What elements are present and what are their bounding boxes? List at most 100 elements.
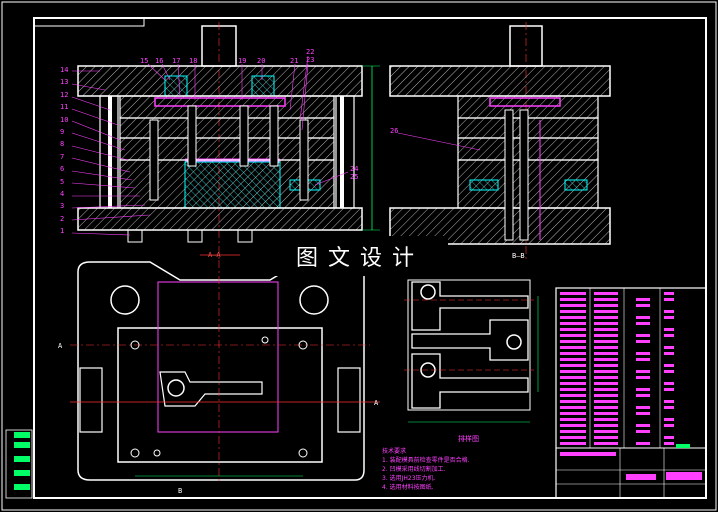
- strip-label: 排样图: [458, 435, 479, 443]
- bom-cell: [560, 340, 586, 343]
- bom-cell: [664, 310, 674, 313]
- bom-cell: [664, 442, 674, 445]
- bom-cell: [636, 322, 650, 325]
- bom-cell: [594, 418, 618, 421]
- bom-cell: [560, 436, 586, 439]
- bom-cell: [636, 406, 650, 409]
- part-number: 6: [60, 165, 65, 174]
- note-line: 3. 选用JH23压力机.: [382, 475, 436, 482]
- bom-cell: [560, 364, 586, 367]
- bom-cell: [594, 388, 618, 391]
- bom-cell: [560, 376, 586, 379]
- bom-cell: [664, 406, 674, 409]
- part-number: 21: [290, 57, 299, 65]
- binding-strip: [5, 429, 33, 499]
- bom-cell: [594, 436, 618, 439]
- bom-cell: [594, 382, 618, 385]
- bom-cell: [636, 334, 650, 337]
- bom-cell: [594, 376, 618, 379]
- part-number: 11: [60, 103, 69, 112]
- section-view-right: [389, 22, 611, 260]
- note-line: 1. 装配模具前检查零件是否合格.: [382, 457, 470, 464]
- bom-cell: [560, 352, 586, 355]
- bom-cell: [664, 328, 674, 331]
- bom-cell: [594, 298, 618, 301]
- bom-cell: [560, 322, 586, 325]
- bom-cell: [594, 364, 618, 367]
- bom-cell: [560, 418, 586, 421]
- bom-cell: [594, 340, 618, 343]
- bom-cell: [664, 382, 674, 385]
- bom-cell: [594, 412, 618, 415]
- part-number: 4: [60, 190, 65, 198]
- part-number: 16: [155, 57, 164, 65]
- bom-cell: [560, 346, 586, 349]
- part-number: 22: [306, 48, 315, 56]
- bom-cell: [664, 388, 674, 391]
- bom-cell: [664, 334, 674, 337]
- bom-cell: [664, 364, 674, 367]
- bom-cell: [594, 430, 618, 433]
- part-number: 9: [60, 128, 65, 136]
- bom-cell: [636, 352, 650, 355]
- technical-notes: 技术要求 1. 装配模具前检查零件是否合格. 2. 凹模采用线切割加工. 3. …: [382, 447, 470, 492]
- bom-cell: [560, 316, 586, 319]
- part-number: 14: [60, 66, 69, 74]
- bom-cell: [664, 370, 674, 373]
- corner-tab-top: [33, 17, 145, 27]
- bom-cell: [664, 400, 674, 403]
- bom-cell: [664, 346, 674, 349]
- part-number: 5: [60, 177, 65, 186]
- bom-cell: [636, 340, 650, 343]
- bom-cell: [560, 334, 586, 337]
- bom-cell: [560, 424, 586, 427]
- bom-cell: [594, 358, 618, 361]
- bom-cell: [664, 418, 674, 421]
- part-number: 2: [60, 214, 65, 223]
- bom-cell: [636, 394, 650, 397]
- bom-cell: [636, 424, 650, 427]
- bom-cell: [664, 316, 674, 319]
- bom-cell: [560, 394, 586, 397]
- plan-view: [70, 260, 380, 482]
- bom-cell: [594, 406, 618, 409]
- bom-cell: [560, 328, 586, 331]
- part-number: 12: [60, 90, 69, 99]
- bom-cell: [594, 334, 618, 337]
- strip-layout: [404, 279, 539, 423]
- bom-cell: [636, 412, 650, 415]
- bom-cell: [664, 352, 674, 355]
- part-number: 10: [60, 115, 69, 124]
- part-number: 8: [60, 140, 65, 149]
- bom-cell: [560, 406, 586, 409]
- part-number: 13: [60, 78, 69, 87]
- watermark: 图文设计: [272, 236, 448, 276]
- bom-cell: [560, 412, 586, 415]
- bom-cell: [560, 298, 586, 301]
- part-number: 20: [257, 57, 266, 65]
- bom-cell: [560, 430, 586, 433]
- bom-cell: [636, 358, 650, 361]
- bom-cell: [594, 394, 618, 397]
- bom-cell: [594, 370, 618, 373]
- bom-cell: [594, 328, 618, 331]
- section-mark-a-left: A: [58, 342, 63, 350]
- bom-cell: [594, 316, 618, 319]
- part-number: 25: [350, 173, 359, 181]
- part-number: 19: [238, 57, 247, 65]
- bom-cell: [560, 382, 586, 385]
- bom-cell: [560, 388, 586, 391]
- bom-cell: [664, 298, 674, 301]
- note-line: 4. 选用材料按图纸.: [382, 484, 434, 491]
- notes-title: 技术要求: [382, 448, 407, 455]
- bom-cell: [664, 292, 674, 295]
- inner-frame: [33, 17, 707, 499]
- bom-cell: [636, 430, 650, 433]
- section-mark-b: B: [178, 487, 183, 495]
- bom-cell: [560, 400, 586, 403]
- title-block: [555, 287, 707, 499]
- bom-cell: [560, 442, 586, 445]
- bom-rows: [560, 292, 674, 445]
- bom-cell: [594, 322, 618, 325]
